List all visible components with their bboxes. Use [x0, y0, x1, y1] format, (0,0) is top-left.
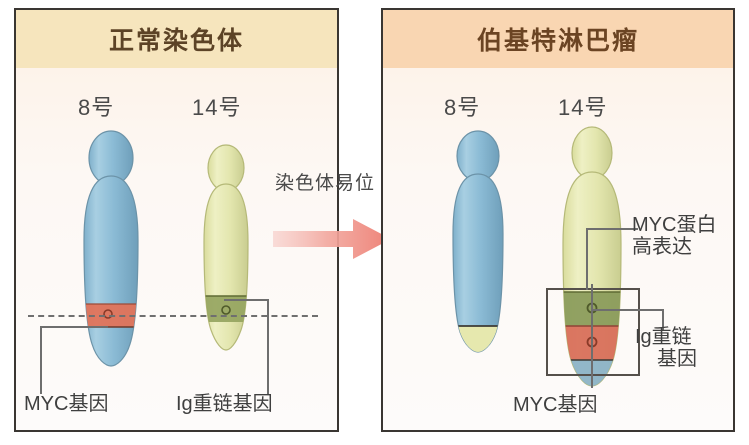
- breakpoint-dashed-line: [28, 315, 318, 317]
- ig-leader-horizontal: [224, 299, 268, 301]
- myc-protein-leader-horizontal: [586, 228, 638, 230]
- ig-leader-vertical: [267, 299, 269, 394]
- panel-normal-title: 正常染色体: [108, 27, 244, 55]
- myc-protein-leader-vertical: [586, 228, 588, 290]
- ig-der-leader-horizontal: [591, 309, 663, 311]
- panel-normal-chromosomes: 正常染色体 8号 14号: [14, 8, 339, 432]
- chr14-number-label: 14号: [192, 95, 242, 120]
- label-ig-heavy-chain-gene: Ig重链基因: [176, 393, 273, 415]
- panel-burkitt-body: 8号 14号: [383, 68, 733, 430]
- chr8-der-number-label: 8号: [444, 95, 481, 120]
- label-ig-der-line1: Ig重链: [635, 326, 692, 348]
- myc-gene-der-leader-vertical: [591, 284, 593, 388]
- panel-normal-header: 正常染色体: [16, 10, 337, 68]
- translocation-arrow-group: 染色体易位: [273, 168, 391, 268]
- label-myc-protein-line1: MYC蛋白: [632, 214, 717, 236]
- label-myc-gene: MYC基因: [24, 393, 109, 415]
- label-myc-protein-line2: 高表达: [632, 236, 692, 259]
- panel-burkitt-lymphoma: 伯基特淋巴瘤 8号 14号: [381, 8, 735, 432]
- label-ig-der-line2: 基因: [657, 348, 697, 371]
- panel-burkitt-title: 伯基特淋巴瘤: [476, 27, 639, 55]
- panel-burkitt-header: 伯基特淋巴瘤: [383, 10, 733, 68]
- label-myc-gene-der: MYC基因: [513, 394, 598, 416]
- myc-leader-vertical: [40, 326, 42, 394]
- translocation-arrow-icon: [271, 216, 393, 267]
- chr8-number-label: 8号: [78, 95, 115, 120]
- label-myc-protein-overexpression: MYC蛋白 高表达: [632, 214, 733, 259]
- chr14-der-number-label: 14号: [558, 95, 608, 120]
- chromosome-8-normal: [68, 130, 154, 380]
- panel-normal-body: 8号 14号: [16, 68, 337, 430]
- ig-der-leader-vertical: [662, 309, 664, 331]
- chromosome-8-derivative: [435, 130, 521, 370]
- chromosome-14-normal: [186, 144, 266, 372]
- translocation-label: 染色体易位: [275, 173, 376, 194]
- label-ig-heavy-chain-gene-der: Ig重链 基因: [635, 326, 733, 371]
- translocation-region-highlight-box: [546, 288, 640, 376]
- myc-leader-horizontal: [40, 326, 108, 328]
